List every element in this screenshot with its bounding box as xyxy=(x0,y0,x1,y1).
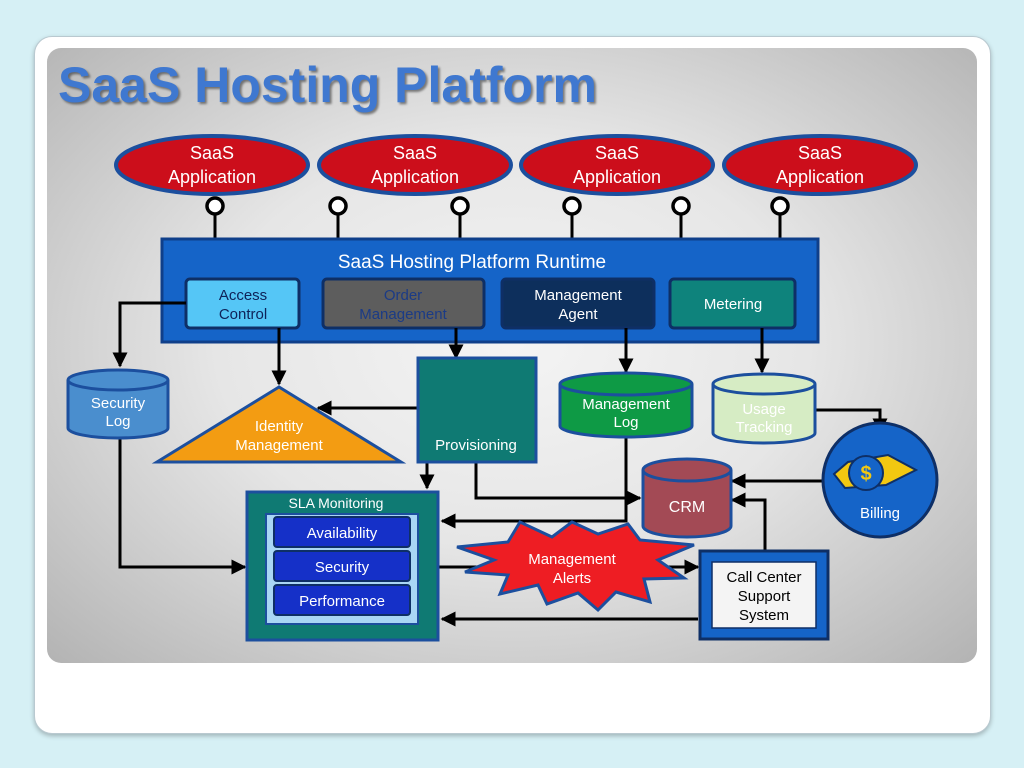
alerts-line1: Management xyxy=(528,551,616,568)
call-center-support-system[interactable]: Call Center Support System xyxy=(698,549,830,641)
call-center-line2: Support xyxy=(738,588,791,605)
order-management-box[interactable]: Order Management xyxy=(321,277,486,330)
order-management-line1: Order xyxy=(384,287,422,304)
billing-label: Billing xyxy=(860,505,900,522)
call-center-line3: System xyxy=(739,607,789,624)
app-connectors xyxy=(205,196,790,240)
metering-label: Metering xyxy=(704,296,762,313)
metering-box[interactable]: Metering xyxy=(668,277,797,330)
dollar-icon xyxy=(848,455,884,491)
app-line2: Application xyxy=(573,167,661,187)
management-agent-line1: Management xyxy=(534,287,622,304)
performance-label: Performance xyxy=(299,593,385,610)
alerts-line2: Alerts xyxy=(553,570,591,587)
usage-tracking-line1: Usage xyxy=(742,401,785,418)
order-management-line2: Management xyxy=(359,306,447,323)
app-line2: Application xyxy=(371,167,459,187)
access-control-line1: Access xyxy=(219,287,267,304)
app-line1: SaaS xyxy=(393,143,437,163)
app-line1: SaaS xyxy=(190,143,234,163)
management-log[interactable]: Management Log xyxy=(558,371,694,439)
saas-application-1[interactable]: SaaS Application xyxy=(114,134,310,196)
app-line2: Application xyxy=(168,167,256,187)
provisioning-label: Provisioning xyxy=(435,437,517,454)
performance-box[interactable]: Performance xyxy=(273,584,411,616)
access-control-line2: Control xyxy=(219,306,267,323)
app-line2: Application xyxy=(776,167,864,187)
provisioning[interactable]: Provisioning xyxy=(416,356,538,464)
security-log[interactable]: Security Log xyxy=(66,368,170,440)
crm[interactable]: CRM xyxy=(641,457,733,539)
security-log-line2: Log xyxy=(105,413,130,430)
saas-application-4[interactable]: SaaS Application xyxy=(722,134,918,196)
management-alerts[interactable]: Management Alerts xyxy=(456,520,695,613)
runtime-label: SaaS Hosting Platform Runtime xyxy=(338,252,606,273)
app-line1: SaaS xyxy=(595,143,639,163)
security-box[interactable]: Security xyxy=(273,550,411,582)
management-agent-box[interactable]: Management Agent xyxy=(500,277,656,330)
slide-title: SaaS Hosting Platform xyxy=(58,57,597,113)
management-agent-line2: Agent xyxy=(558,306,598,323)
identity-management[interactable]: Identity Management xyxy=(151,385,407,464)
access-control-box[interactable]: Access Control xyxy=(184,277,301,330)
management-log-line2: Log xyxy=(613,414,638,431)
dollar-glyph: $ xyxy=(860,463,871,485)
identity-line2: Management xyxy=(235,437,323,454)
availability-label: Availability xyxy=(307,525,378,542)
saas-application-3[interactable]: SaaS Application xyxy=(519,134,715,196)
billing[interactable]: $ Billing xyxy=(821,421,939,539)
identity-line1: Identity xyxy=(255,418,304,435)
availability-box[interactable]: Availability xyxy=(273,516,411,548)
security-log-line1: Security xyxy=(91,395,146,412)
sla-label: SLA Monitoring xyxy=(289,495,384,511)
usage-tracking-line2: Tracking xyxy=(736,419,793,436)
crm-label: CRM xyxy=(669,499,705,516)
usage-tracking[interactable]: Usage Tracking xyxy=(711,372,817,445)
saas-application-2[interactable]: SaaS Application xyxy=(317,134,513,196)
security-label: Security xyxy=(315,559,370,576)
app-line1: SaaS xyxy=(798,143,842,163)
management-log-line1: Management xyxy=(582,396,670,413)
call-center-line1: Call Center xyxy=(726,569,801,586)
